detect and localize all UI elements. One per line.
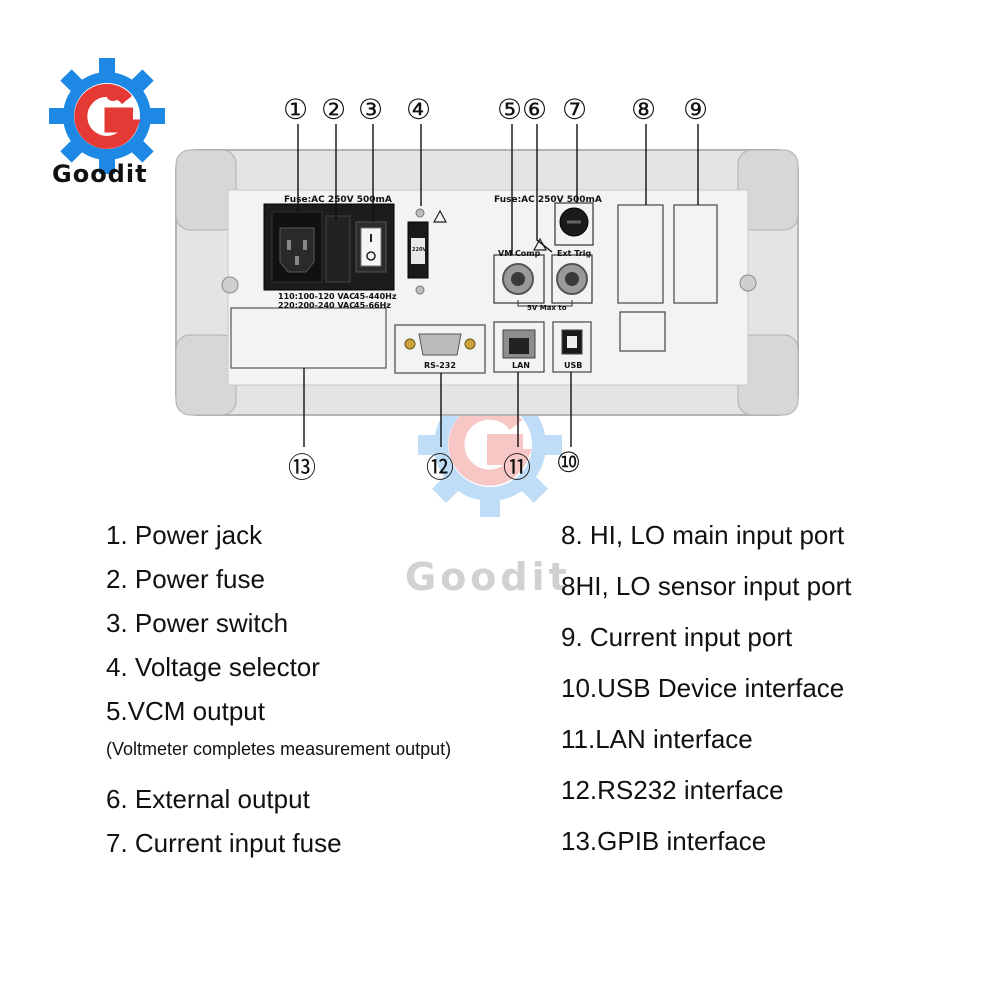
legend-vcm-note: (Voltmeter completes measurement output) bbox=[106, 739, 452, 759]
fuse-label-left: Fuse:AC 250V 500mA bbox=[284, 195, 392, 205]
power-jack-socket bbox=[279, 227, 315, 273]
watermark-text: Goodit bbox=[405, 555, 571, 599]
lan-label: LAN bbox=[512, 361, 530, 370]
voltage-spec-1b: 45-440Hz bbox=[354, 292, 397, 301]
rs232-screw-right bbox=[464, 338, 476, 350]
callout-6: ⑥ bbox=[522, 93, 548, 126]
legend-vcm-output: 5.VCM output bbox=[106, 696, 265, 726]
lan-box bbox=[493, 321, 545, 373]
fuse-label-right: Fuse:AC 250V 500mA bbox=[494, 195, 602, 205]
legend-external-output: 6. External output bbox=[106, 784, 310, 814]
callout-10: ⑩ bbox=[556, 446, 582, 479]
bnc-note: 5V Max to bbox=[527, 304, 567, 312]
legend-voltage-selector: 4. Voltage selector bbox=[106, 652, 320, 682]
legend-current-fuse: 7. Current input fuse bbox=[106, 828, 342, 858]
ext-trig-bnc-center bbox=[565, 272, 579, 286]
warning-triangle-icon bbox=[432, 209, 448, 223]
rs232-connector bbox=[418, 333, 462, 356]
gear-logo-icon bbox=[49, 58, 165, 174]
legend-usb: 10.USB Device interface bbox=[561, 673, 845, 703]
power-pin-1 bbox=[287, 240, 291, 250]
legend-power-jack: 1. Power jack bbox=[106, 520, 263, 550]
usb-box bbox=[552, 321, 592, 373]
current-input-port bbox=[673, 204, 718, 304]
callout-2: ② bbox=[321, 93, 347, 126]
vm-comp-box bbox=[493, 254, 545, 304]
voltage-spec-2a: 220:200-240 VAC bbox=[278, 301, 356, 310]
power-switch-rocker bbox=[360, 227, 382, 267]
screw-bottom bbox=[415, 285, 425, 295]
ext-trig-label: Ext Trig bbox=[557, 249, 592, 258]
screw-right bbox=[739, 274, 757, 292]
bumper-bottom-left bbox=[175, 334, 237, 416]
legend-lan: 11.LAN interface bbox=[561, 724, 753, 754]
legend-hi-lo-sensor: 8HI, LO sensor input port bbox=[561, 571, 852, 601]
voltage-spec-1a: 110:100-120 VAC bbox=[278, 292, 356, 301]
brand-name: Goodit bbox=[52, 160, 148, 188]
bnc-bracket bbox=[517, 300, 573, 307]
brand-logo bbox=[45, 48, 170, 193]
rs232-screw-left bbox=[404, 338, 416, 350]
vm-comp-bnc-center bbox=[511, 272, 525, 286]
rear-panel-diagram bbox=[175, 124, 799, 447]
switch-mark-off bbox=[366, 251, 376, 261]
usb-jack-tongue bbox=[567, 336, 577, 348]
screw-left bbox=[221, 276, 239, 294]
gpib-port bbox=[230, 307, 387, 369]
current-fuse-box bbox=[554, 202, 594, 246]
callout-9: ⑨ bbox=[683, 93, 709, 126]
callout-13: ⑬ bbox=[288, 451, 317, 484]
legend-power-fuse: 2. Power fuse bbox=[106, 564, 265, 594]
hi-lo-main-port bbox=[617, 204, 664, 304]
leader-lines bbox=[297, 124, 699, 447]
power-pin-3 bbox=[295, 256, 299, 265]
callout-3: ③ bbox=[358, 93, 384, 126]
callout-8: ⑧ bbox=[631, 93, 657, 126]
legend-power-switch: 3. Power switch bbox=[106, 608, 289, 638]
hi-lo-sensor-port bbox=[619, 311, 666, 352]
rs232-box bbox=[394, 324, 486, 374]
voltage-selector-window bbox=[411, 238, 425, 264]
lan-jack-opening bbox=[509, 338, 529, 354]
callout-1: ① bbox=[283, 93, 309, 126]
legend-gpib: 13.GPIB interface bbox=[561, 826, 767, 856]
usb-label: USB bbox=[564, 361, 583, 370]
callout-12: ⑫ bbox=[426, 451, 455, 484]
legend-current-input: 9. Current input port bbox=[561, 622, 793, 652]
vm-comp-label: VM Comp bbox=[498, 249, 541, 258]
fuse-holder bbox=[325, 215, 351, 283]
legend-rs232: 12.RS232 interface bbox=[561, 775, 784, 805]
voltage-selector-label: 220V bbox=[412, 247, 427, 253]
callout-7: ⑦ bbox=[562, 93, 588, 126]
bumper-top-left bbox=[175, 149, 237, 231]
voltage-spec-2b: 45-66Hz bbox=[354, 301, 391, 310]
power-pin-2 bbox=[303, 240, 307, 250]
rs232-label: RS-232 bbox=[424, 361, 456, 370]
legend-hi-lo-main: 8. HI, LO main input port bbox=[561, 520, 845, 550]
screw-top bbox=[415, 208, 425, 218]
callout-5: ⑤ bbox=[497, 93, 523, 126]
callout-11: ⑪ bbox=[503, 451, 532, 484]
callout-4: ④ bbox=[406, 93, 432, 126]
